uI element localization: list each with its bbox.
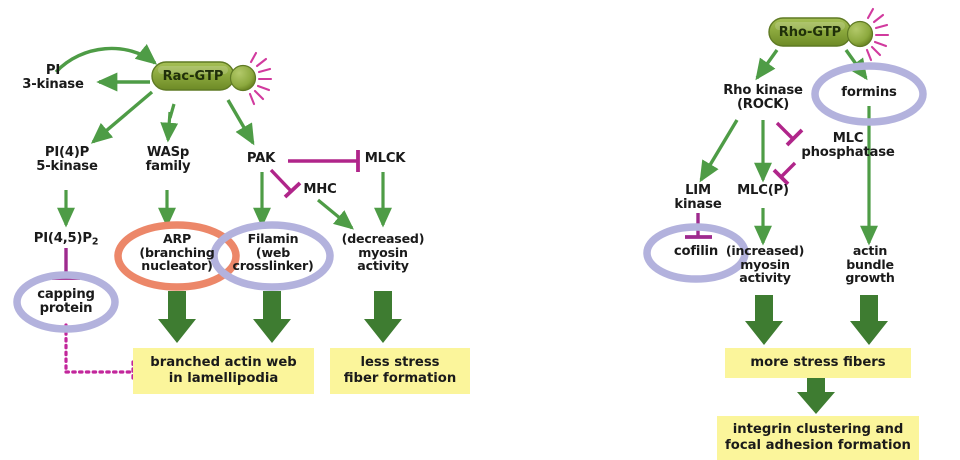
pip2-main: PI(4,5)P bbox=[33, 231, 92, 246]
arrow-rac-to-pak bbox=[226, 99, 255, 146]
node-mlck[interactable]: MLCK bbox=[364, 151, 406, 166]
node-cofilin[interactable]: cofilin bbox=[673, 244, 719, 259]
node-pi4p-5-kinase[interactable]: PI(4)P 5-kinase bbox=[36, 145, 98, 175]
more-stress-fibers-box[interactable]: more stress fibers bbox=[725, 348, 911, 378]
inhibit-rock-to-mlc-phosphatase bbox=[775, 121, 804, 147]
block-arrow-myosin-to-more-stress bbox=[745, 295, 783, 345]
less-stress-fiber-box[interactable]: less stress fiber formation bbox=[330, 348, 470, 394]
arrow-rock-to-lim-kinase bbox=[699, 119, 739, 183]
arrow-pi3kinase-to-rac bbox=[54, 44, 158, 74]
node-mhc[interactable]: MHC bbox=[303, 182, 337, 197]
rho-gtp-text: Rho-GTP bbox=[778, 24, 842, 40]
filamin-ellipse bbox=[210, 221, 334, 291]
node-mlc-phosphatase[interactable]: MLC phosphatase bbox=[801, 131, 895, 161]
pip2-subscript: 2 bbox=[91, 236, 99, 248]
arp-ellipse bbox=[114, 221, 240, 291]
rho-starburst-icon bbox=[865, 7, 890, 62]
rac-gtp-text: Rac-GTP bbox=[162, 68, 224, 84]
node-pip2[interactable]: PI(4,5)P2 bbox=[14, 231, 118, 248]
node-decreased-myosin[interactable]: (decreased) myosin activity bbox=[341, 231, 425, 274]
branched-actin-web-box[interactable]: branched actin web in lamellipodia bbox=[133, 348, 314, 394]
node-rho-kinase-rock[interactable]: Rho kinase (ROCK) bbox=[723, 83, 803, 113]
inhibit-capping-to-branched-actin bbox=[64, 323, 135, 384]
block-arrow-filamin-to-branched-actin bbox=[253, 291, 291, 343]
capping-protein-ellipse bbox=[13, 271, 119, 333]
rac-starburst-icon bbox=[248, 51, 273, 106]
arrow-mhc-to-decreased-myosin bbox=[316, 198, 354, 230]
block-arrow-arp-to-branched-actin bbox=[158, 291, 196, 343]
arrow-rho-to-rock bbox=[755, 49, 779, 81]
node-lim-kinase[interactable]: LIM kinase bbox=[674, 183, 722, 213]
rac-gtp-capsule-shape bbox=[151, 61, 257, 92]
inhibit-pak-to-mlck bbox=[288, 150, 360, 172]
rac-gtp-label[interactable]: Rac-GTP bbox=[152, 62, 234, 90]
block-arrow-actin-bundle-to-more-stress bbox=[850, 295, 888, 345]
node-mlc-p[interactable]: MLC(P) bbox=[737, 183, 789, 198]
node-wasp-family[interactable]: WASp family bbox=[145, 145, 191, 175]
arrow-rac-to-pi4p5kinase bbox=[90, 90, 154, 144]
rho-gtp-capsule-shape bbox=[768, 17, 874, 48]
arrow-rac-to-wasp bbox=[160, 103, 179, 143]
block-arrow-more-stress-to-integrin bbox=[797, 371, 835, 414]
node-formins[interactable]: formins bbox=[841, 85, 897, 100]
node-actin-bundle-growth[interactable]: actin bundle growth bbox=[845, 243, 895, 286]
node-arp[interactable]: ARP (branching nucleator) bbox=[139, 231, 215, 274]
inhibit-mlc-phosphatase-to-mlcp bbox=[772, 161, 797, 186]
rho-gtp-label[interactable]: Rho-GTP bbox=[769, 18, 851, 46]
block-arrow-myosin-to-less-stress bbox=[364, 291, 402, 343]
cofilin-ellipse bbox=[643, 223, 749, 283]
inhibit-pak-to-mhc bbox=[269, 168, 302, 199]
integrin-clustering-box[interactable]: integrin clustering and focal adhesion f… bbox=[717, 416, 919, 460]
node-increased-myosin[interactable]: (increased) myosin activity bbox=[725, 243, 805, 286]
node-pi-3-kinase[interactable]: PI 3-kinase bbox=[22, 63, 84, 93]
node-filamin[interactable]: Filamin (web crosslinker) bbox=[232, 231, 314, 274]
node-pak[interactable]: PAK bbox=[246, 151, 276, 166]
node-capping-protein[interactable]: capping protein bbox=[37, 287, 95, 317]
formins-ellipse bbox=[811, 62, 927, 126]
